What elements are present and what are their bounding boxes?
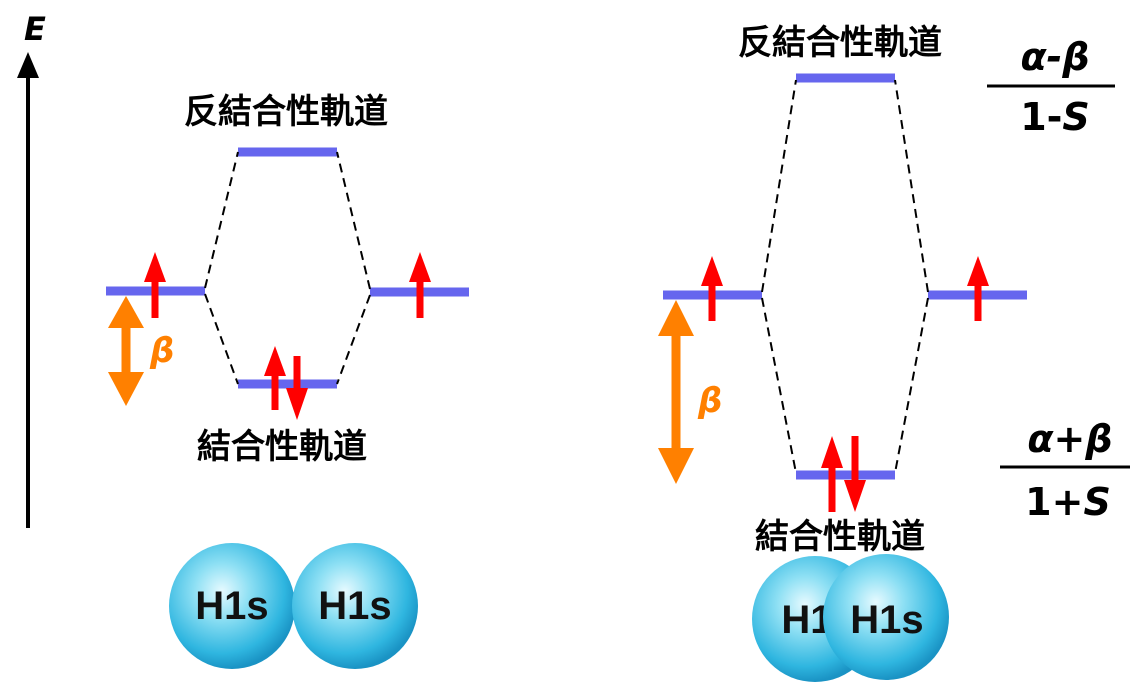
- right-beta-arrow: [658, 300, 694, 484]
- left-atom-1-sphere: [169, 543, 295, 669]
- right-atom-2-sphere: [823, 554, 949, 680]
- right-beta-label: β: [697, 381, 722, 421]
- left-correlation-lines: [204, 151, 371, 385]
- right-bonding-electron-up: [821, 436, 843, 512]
- bonding-energy-expression: α+β 1+S: [1000, 417, 1130, 524]
- bonding-energy-numerator: α+β: [1027, 417, 1112, 461]
- left-electron-up-1: [144, 252, 166, 318]
- antibonding-energy-denominator: 1-S: [1020, 95, 1090, 139]
- left-antibonding-label: 反結合性軌道: [184, 92, 388, 132]
- right-atom-2-label: H1s: [850, 598, 923, 642]
- energy-axis-label: E: [24, 10, 46, 48]
- right-antibonding-label: 反結合性軌道: [738, 23, 942, 63]
- energy-axis: E: [17, 10, 46, 528]
- left-electron-up-2: [409, 252, 431, 318]
- right-electron-up-2: [967, 256, 989, 321]
- left-beta-arrow: [108, 296, 144, 406]
- left-atom-2-label: H1s: [318, 584, 391, 628]
- left-atom-2-sphere: [292, 543, 418, 669]
- bonding-energy-denominator: 1+S: [1025, 480, 1111, 524]
- right-diagram: β 反結合性軌道 結合性軌道 α-β 1-S α+β 1+S H1 H1s: [658, 23, 1130, 682]
- left-bonding-label: 結合性軌道: [197, 427, 367, 467]
- antibonding-energy-expression: α-β 1-S: [987, 35, 1115, 139]
- left-bonding-electron-up: [264, 346, 286, 410]
- energy-axis-arrowhead: [17, 52, 39, 78]
- left-beta-label: β: [149, 331, 174, 371]
- left-diagram: β 反結合性軌道 結合性軌道 H1s H1s: [106, 92, 469, 669]
- antibonding-energy-numerator: α-β: [1020, 35, 1089, 79]
- right-correlation-lines: [761, 79, 929, 474]
- right-bonding-electron-down: [844, 436, 866, 512]
- left-bonding-electron-down: [286, 356, 308, 420]
- left-atom-1-label: H1s: [195, 584, 268, 628]
- right-electron-up-1: [701, 256, 723, 321]
- right-bonding-label: 結合性軌道: [755, 517, 925, 557]
